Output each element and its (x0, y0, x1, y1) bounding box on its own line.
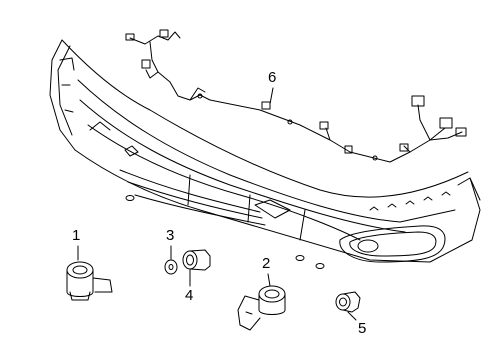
callout-2: 2 (262, 255, 271, 272)
callout-3: 3 (166, 227, 175, 244)
callout-1: 1 (72, 227, 81, 244)
part-washer-3 (164, 259, 178, 275)
part-retainer-5 (335, 291, 361, 313)
part-sensor-2 (237, 285, 286, 331)
part-sensor-1 (66, 261, 113, 301)
wiring-harness (125, 29, 467, 163)
part-retainer-4 (182, 249, 211, 271)
callout-4: 4 (185, 287, 194, 304)
bumper-cover (49, 39, 481, 269)
callout-6: 6 (268, 69, 277, 86)
callout-5: 5 (358, 320, 367, 337)
leader-lines (77, 87, 357, 321)
